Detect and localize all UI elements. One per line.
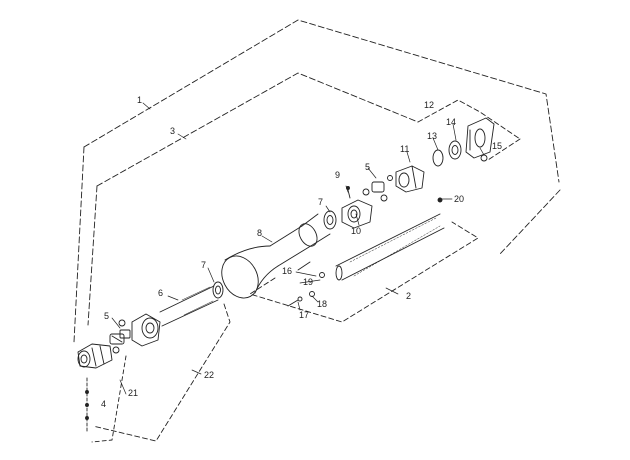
callout-21: 21 <box>128 388 139 398</box>
part-12-end-housing <box>465 117 495 159</box>
part-9-pin <box>346 186 351 199</box>
parts-16-19-hardware <box>287 261 325 307</box>
part-13-snap-ring <box>432 149 444 167</box>
part-6-lower-shaft <box>119 285 219 347</box>
callout-17: 17 <box>299 310 310 320</box>
part-7-lower-bearing <box>212 281 224 299</box>
callout-11: 11 <box>400 144 410 154</box>
bracket-21 <box>91 355 127 443</box>
part-2-main-shaft <box>335 213 445 281</box>
callout-12: 12 <box>424 100 435 110</box>
part-5-lower-cross <box>109 319 126 354</box>
callout-7-lower: 7 <box>201 260 207 270</box>
callout-19: 19 <box>303 277 314 287</box>
bracket-1 <box>73 19 561 343</box>
bracket-2 <box>249 221 479 323</box>
callout-5-upper: 5 <box>365 162 371 172</box>
callout-5-lower: 5 <box>104 311 110 321</box>
bracket-3 <box>87 72 419 326</box>
part-4-joint-pin <box>85 377 89 433</box>
callout-22: 22 <box>204 370 215 380</box>
part-20-ball <box>437 197 443 203</box>
callout-8: 8 <box>257 228 263 238</box>
callout-16: 16 <box>282 266 293 276</box>
callout-1: 1 <box>137 95 143 105</box>
callout-9: 9 <box>335 170 341 180</box>
leader-lines <box>111 102 485 395</box>
callout-7-upper: 7 <box>318 197 324 207</box>
callout-10: 10 <box>351 226 362 236</box>
callout-3: 3 <box>170 126 176 136</box>
part-15-nut <box>480 154 488 162</box>
part-10-upper-housing <box>341 199 373 229</box>
callout-14: 14 <box>446 117 457 127</box>
callout-2: 2 <box>406 291 412 301</box>
callout-13: 13 <box>427 131 438 141</box>
callout-15: 15 <box>492 141 503 151</box>
part-7-upper-bearing <box>323 210 337 230</box>
bracket-12 <box>417 99 521 161</box>
part-8-column-jacket <box>221 213 331 299</box>
part-5-upper-cross <box>362 175 393 202</box>
callout-18: 18 <box>317 299 328 309</box>
part-14-bearing <box>448 140 462 160</box>
part-11-upper-yoke <box>395 165 425 193</box>
bracket-22 <box>92 303 231 442</box>
callout-20: 20 <box>454 194 465 204</box>
callout-4: 4 <box>101 399 107 409</box>
callout-6: 6 <box>158 288 164 298</box>
part-21-lower-yoke <box>77 343 113 369</box>
